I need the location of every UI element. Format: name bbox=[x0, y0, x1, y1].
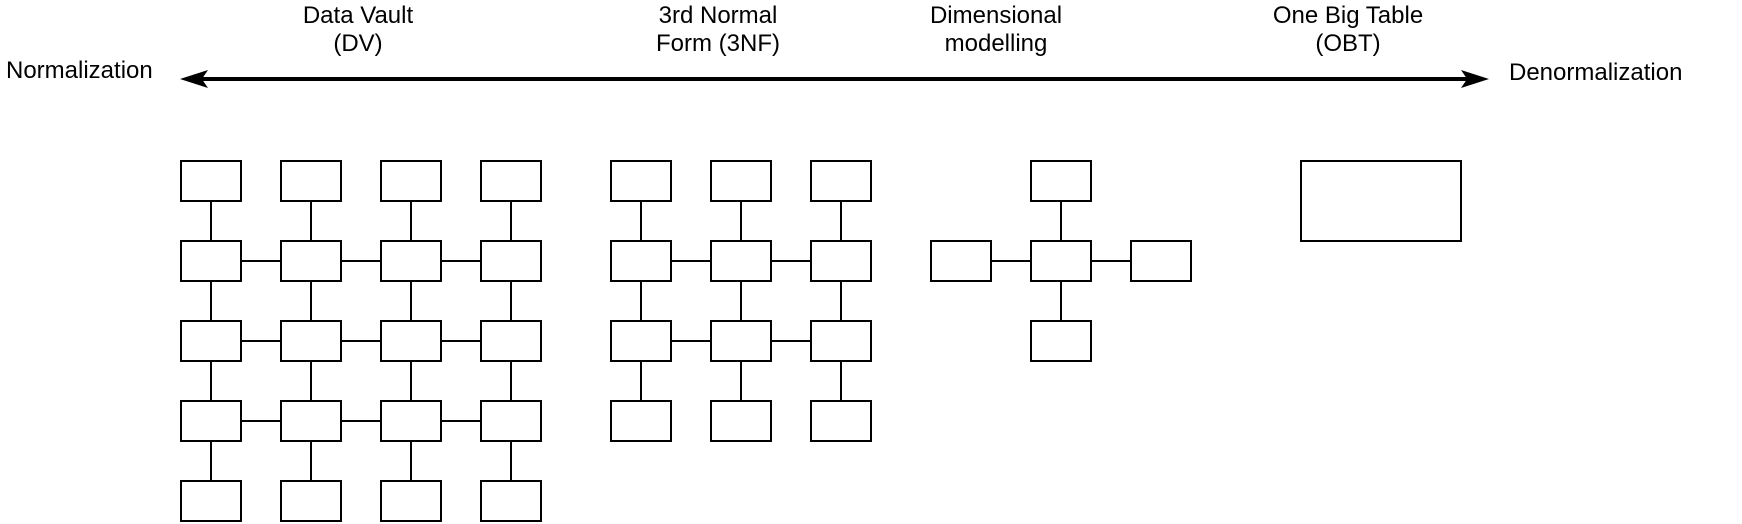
entity-box bbox=[280, 240, 342, 282]
entity-box bbox=[1130, 240, 1192, 282]
entity-box bbox=[180, 240, 242, 282]
entity-box bbox=[810, 320, 872, 362]
approach-label-obt: One Big Table (OBT) bbox=[1273, 2, 1423, 58]
entity-box bbox=[710, 400, 772, 442]
dimensional-star bbox=[930, 160, 1192, 362]
entity-box bbox=[280, 160, 342, 202]
entity-box bbox=[280, 400, 342, 442]
entity-box bbox=[480, 160, 542, 202]
approach-label-line: modelling bbox=[944, 30, 1048, 57]
entity-box bbox=[480, 320, 542, 362]
approach-label-line: (DV) bbox=[333, 30, 383, 57]
approach-label-data-vault: Data Vault (DV) bbox=[303, 2, 413, 58]
entity-box bbox=[280, 480, 342, 522]
entity-box bbox=[810, 160, 872, 202]
entity-box bbox=[280, 320, 342, 362]
arrow-head-right bbox=[1461, 70, 1489, 88]
entity-box bbox=[480, 480, 542, 522]
entity-box bbox=[710, 160, 772, 202]
entity-box bbox=[180, 160, 242, 202]
data-vault-grid bbox=[180, 160, 542, 522]
entity-box bbox=[610, 400, 672, 442]
entity-box bbox=[1030, 160, 1092, 202]
entity-box bbox=[180, 400, 242, 442]
one-big-table bbox=[1300, 160, 1462, 242]
axis-arrow bbox=[180, 70, 1489, 88]
entity-box bbox=[480, 400, 542, 442]
entity-box bbox=[710, 320, 772, 362]
denormalization-label: Denormalization bbox=[1509, 59, 1683, 86]
entity-box bbox=[180, 480, 242, 522]
approach-label-dimensional: Dimensional modelling bbox=[930, 2, 1062, 58]
approach-label-line: One Big Table bbox=[1272, 2, 1424, 29]
normalization-label: Normalization bbox=[6, 57, 153, 84]
entity-box bbox=[810, 240, 872, 282]
entity-box bbox=[180, 320, 242, 362]
approach-label-line: 3rd Normal bbox=[658, 2, 778, 29]
entity-box bbox=[930, 240, 992, 282]
entity-box bbox=[1030, 320, 1092, 362]
entity-box bbox=[610, 240, 672, 282]
entity-box bbox=[380, 320, 442, 362]
entity-box bbox=[380, 400, 442, 442]
entity-box bbox=[380, 160, 442, 202]
approach-label-line: Data Vault bbox=[302, 2, 414, 29]
third-normal-form-grid bbox=[610, 160, 872, 442]
arrow-head-left bbox=[180, 70, 208, 88]
approach-label-3nf: 3rd Normal Form (3NF) bbox=[656, 2, 780, 58]
entity-box bbox=[380, 240, 442, 282]
entity-box bbox=[710, 240, 772, 282]
approach-label-line: Form (3NF) bbox=[656, 30, 780, 57]
approach-label-line: Dimensional bbox=[929, 2, 1063, 29]
entity-box bbox=[480, 240, 542, 282]
entity-box bbox=[610, 160, 672, 202]
entity-box bbox=[1300, 160, 1462, 242]
entity-box bbox=[380, 480, 442, 522]
approach-label-line: (OBT) bbox=[1315, 30, 1381, 57]
entity-box bbox=[1030, 240, 1092, 282]
entity-box bbox=[610, 320, 672, 362]
entity-box bbox=[810, 400, 872, 442]
